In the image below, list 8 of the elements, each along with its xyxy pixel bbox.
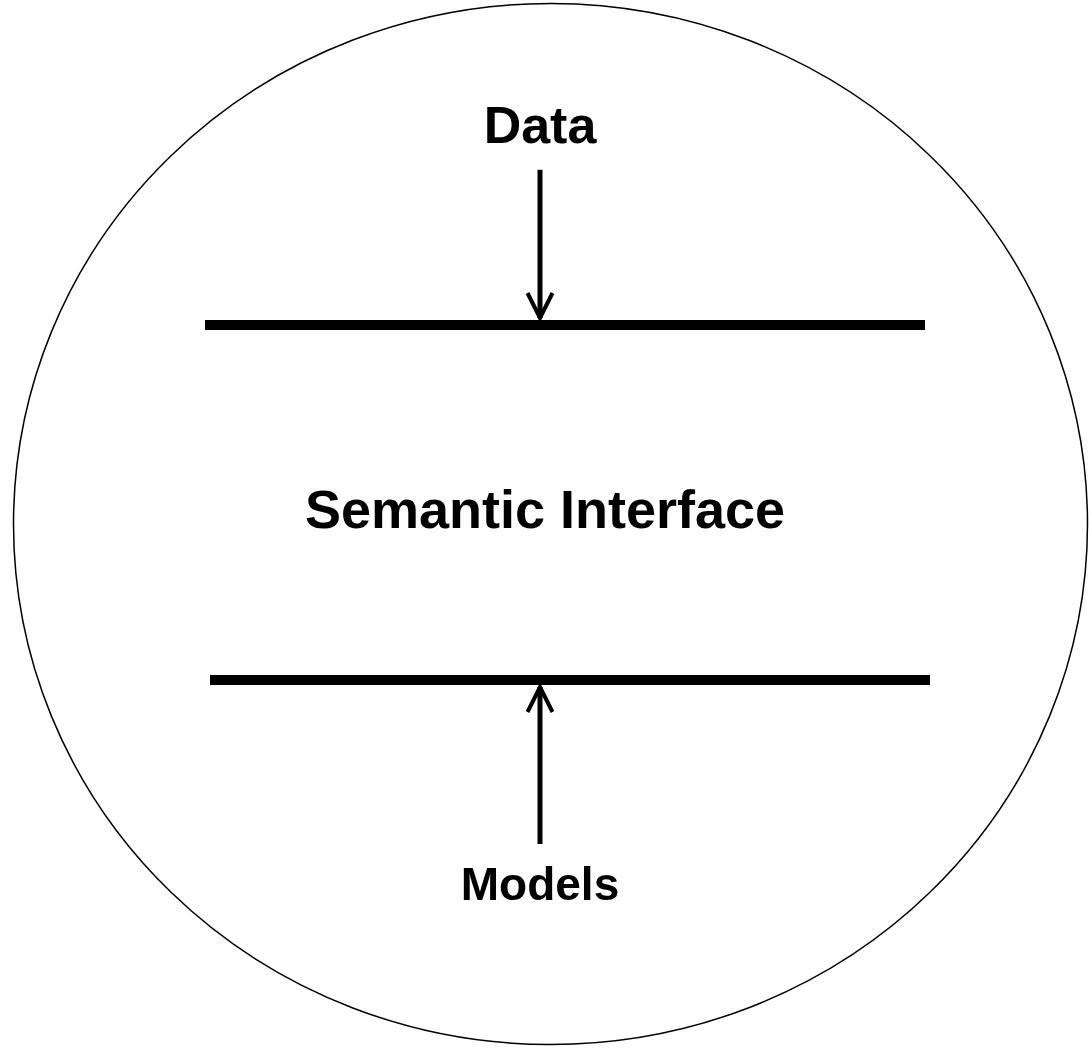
circle-boundary	[12, 2, 1089, 1046]
input-label: Data	[483, 96, 597, 156]
arrow	[525, 169, 555, 320]
center-label: Semantic Interface	[304, 478, 786, 541]
horizontal-bar	[205, 320, 925, 330]
horizontal-bar	[210, 675, 930, 685]
arrow	[525, 685, 555, 844]
input-label: Models	[460, 858, 620, 911]
